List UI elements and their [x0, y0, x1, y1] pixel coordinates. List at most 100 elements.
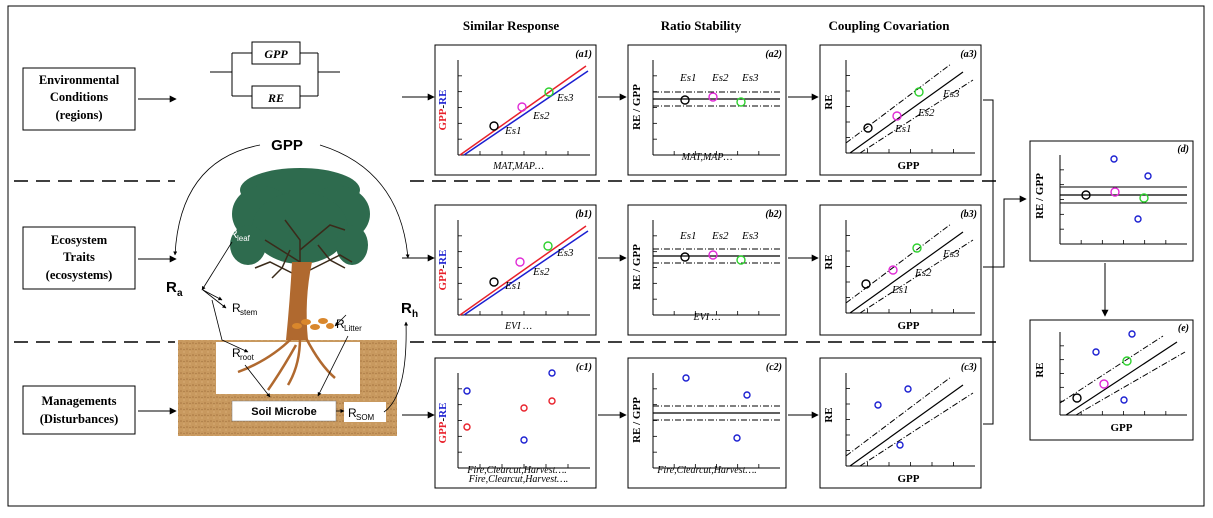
y-axis-label: RE / GPP	[631, 84, 643, 130]
data-point	[896, 441, 904, 449]
svg-text:Litter: Litter	[344, 324, 362, 333]
panel-label: (b2)	[765, 209, 782, 220]
annotation: Es1	[894, 123, 912, 135]
svg-text:Managements: Managements	[42, 394, 117, 408]
svg-text:R: R	[401, 300, 412, 317]
parallel-gpp-label: GPP	[264, 47, 288, 61]
y-axis-label: RE	[823, 94, 835, 109]
annotation: Fire,Clearcut,Harvest….	[466, 465, 567, 476]
panels: (a1)GPP-REMAT,MAP…Es1Es2Es3(b1)GPP-REEVI…	[434, 44, 1194, 489]
y-label-re: RE	[437, 250, 449, 265]
y-axis-label: RE	[1034, 362, 1046, 377]
data-point	[743, 391, 751, 399]
coupling-line	[1065, 341, 1178, 416]
data-point	[1122, 356, 1132, 366]
data-point	[517, 102, 527, 112]
y-axis-label: RE / GPP	[631, 397, 643, 443]
arc-gpp-to-rh	[319, 144, 410, 259]
tree-canopy	[230, 168, 370, 265]
annotation: Es2	[711, 72, 729, 84]
y-axis-label: RE / GPP	[631, 244, 643, 290]
soil-microbe-label: Soil Microbe	[251, 406, 316, 418]
svg-text:SOM: SOM	[356, 413, 375, 422]
data-point	[736, 255, 746, 265]
label-rstem: R stem	[232, 301, 258, 317]
header-similar-response: Similar Response	[463, 18, 559, 33]
y-axis-label-gpp-re: GPP-RE	[437, 90, 449, 131]
column-arrows	[598, 93, 819, 419]
y-axis-label: RE	[823, 407, 835, 422]
svg-text:Conditions: Conditions	[50, 90, 108, 104]
outer-frame	[7, 5, 1205, 507]
svg-text:(Disturbances): (Disturbances)	[40, 412, 118, 426]
litter-leaves	[292, 318, 334, 330]
panel-label: (b1)	[575, 209, 592, 220]
data-point	[736, 97, 746, 107]
data-point	[1072, 393, 1082, 403]
annotation: Es2	[917, 107, 935, 119]
panel-frame	[627, 357, 787, 489]
data-point	[515, 257, 525, 267]
panel-label: (c2)	[766, 362, 782, 373]
x-axis-label: GPP	[898, 473, 920, 485]
svg-text:R: R	[232, 346, 241, 360]
panel-label: (d)	[1177, 144, 1189, 155]
rsom-box	[344, 402, 386, 422]
data-point	[892, 111, 902, 121]
x-axis-label: GPP	[1111, 422, 1133, 434]
panel-d: (d)RE / GPP	[1029, 140, 1194, 262]
data-point	[463, 387, 471, 395]
data-point	[733, 434, 741, 442]
row-label-environment: Environmental Conditions (regions)	[22, 67, 136, 131]
data-point	[904, 385, 912, 393]
svg-text:a: a	[177, 288, 183, 299]
annotation: Es2	[532, 110, 550, 122]
data-point	[1110, 155, 1118, 163]
arc-gpp-to-ra	[173, 144, 261, 256]
data-point	[1144, 172, 1152, 180]
svg-text:R: R	[336, 317, 345, 331]
annotation: Es1	[891, 284, 909, 296]
header-coupling-covariation: Coupling Covariation	[829, 18, 951, 33]
y-label-dash: -	[437, 104, 449, 108]
annotation: Es2	[532, 266, 550, 278]
panel-label: (a1)	[575, 49, 592, 60]
lower-band	[1075, 351, 1186, 416]
panel-frame	[819, 357, 982, 489]
panel-frame	[1029, 319, 1194, 441]
y-label-dash: -	[437, 264, 449, 268]
data-point	[1081, 190, 1091, 200]
label-rlitter: R Litter	[336, 317, 362, 333]
tree-soil-illustration: Soil Microbe	[166, 137, 418, 436]
y-label-gpp: GPP	[437, 268, 449, 290]
panel-frame	[819, 204, 982, 336]
annotation: Fire,Clearcut,Harvest….	[468, 474, 569, 485]
connectors-to-d	[983, 99, 1109, 425]
data-point	[1134, 215, 1142, 223]
soil-cavity	[216, 342, 360, 394]
annotation: Fire,Clearcut,Harvest….	[656, 465, 757, 476]
svg-text:R: R	[348, 406, 357, 420]
panel-frame	[819, 44, 982, 176]
internal-flow-arrows	[201, 241, 349, 413]
annotation: Es3	[556, 247, 574, 259]
svg-text:root: root	[240, 353, 255, 362]
annotation: EVI …	[693, 312, 721, 323]
svg-text:Traits: Traits	[63, 250, 95, 264]
annotation: Es2	[711, 230, 729, 242]
data-point	[1092, 348, 1100, 356]
panel-frame	[627, 204, 787, 336]
data-point	[520, 404, 528, 412]
panel-frame	[434, 204, 597, 336]
tree-gpp-label: GPP	[271, 137, 303, 154]
data-point	[708, 92, 718, 102]
label-rleaf: R leaf	[229, 227, 251, 243]
data-point	[863, 123, 873, 133]
x-axis-label: GPP	[898, 320, 920, 332]
blue-line	[463, 230, 589, 316]
